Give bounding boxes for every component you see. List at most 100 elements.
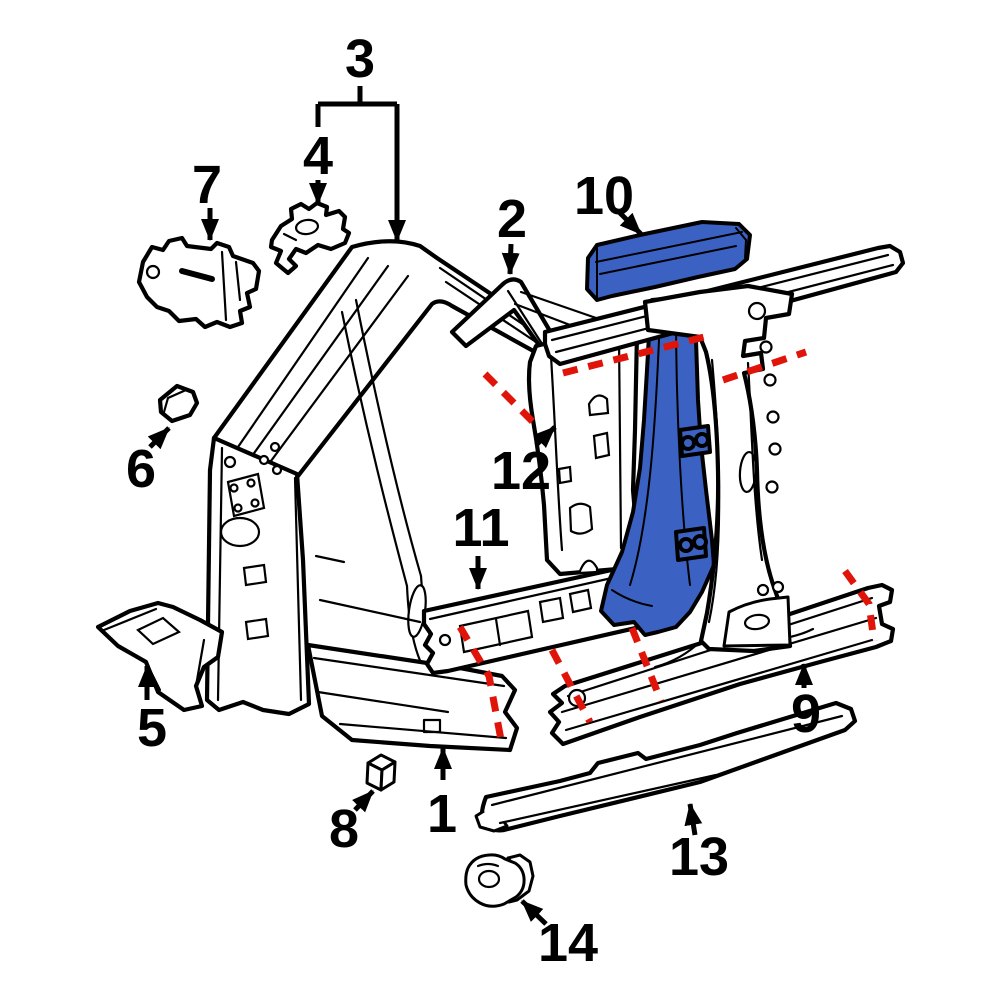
hole [250, 498, 260, 508]
door-edge-line [354, 298, 423, 578]
callout-2-label: 2 [497, 189, 527, 249]
hat-line [735, 227, 748, 259]
pillar-recess [738, 450, 758, 494]
hole [771, 580, 785, 594]
detail-line [220, 250, 228, 322]
callout-arrows [138, 86, 813, 926]
callout-7-label: 7 [192, 155, 222, 215]
detail-line [707, 358, 721, 624]
part-9-outer-shell [542, 243, 906, 747]
hole [294, 218, 320, 236]
detail-line [312, 656, 506, 688]
part-5-cowl-side-panel [95, 600, 225, 713]
hole [768, 442, 782, 456]
hole [765, 480, 779, 494]
bracket-outline [136, 235, 262, 330]
cut-lines [456, 331, 878, 746]
detail-line [490, 714, 844, 807]
cutout [136, 616, 182, 646]
detail-line [162, 388, 188, 414]
hole [747, 301, 767, 321]
cut-line-sill-left [548, 648, 594, 724]
detail-line [250, 264, 390, 458]
cutout [538, 596, 565, 624]
wedge-outline [157, 383, 200, 424]
detail-line [617, 334, 623, 550]
block-side [379, 760, 397, 792]
gusset-hole [743, 613, 771, 631]
callout-10-label: 10 [574, 166, 634, 226]
callout-14-arrow [520, 899, 548, 926]
callout-8-label: 8 [329, 799, 359, 859]
hole [756, 583, 770, 597]
inner-line [314, 554, 346, 564]
part-8-block [365, 753, 397, 792]
detail-line [194, 638, 206, 688]
hole [680, 435, 696, 451]
access-hole [219, 516, 261, 548]
pillar-line [611, 589, 653, 607]
grommet-center [477, 869, 501, 889]
callout-6-arrow [147, 426, 171, 450]
callout-14-label: 14 [538, 913, 598, 973]
hole [271, 464, 283, 476]
hole [246, 478, 256, 488]
pillar-hat [585, 220, 752, 302]
detail-line [428, 571, 636, 621]
hole [438, 633, 452, 647]
callout-1-label: 1 [427, 784, 457, 844]
slot [458, 609, 534, 654]
hole [233, 503, 243, 513]
callout-11-label: 11 [452, 498, 509, 558]
detail-line [234, 260, 242, 302]
hat-line [595, 231, 743, 263]
callout-labels: 1 2 3 4 5 6 7 8 9 10 11 12 13 14 [126, 29, 821, 973]
callout-10-arrow [616, 209, 643, 236]
hole [258, 454, 270, 466]
hole [223, 455, 237, 469]
hole [229, 483, 239, 493]
cut-line-outer-pillar [721, 348, 808, 384]
notch [422, 718, 442, 734]
slot-divider [494, 617, 502, 647]
part-1-body-side-panel [204, 239, 559, 753]
detail-line [506, 289, 548, 352]
detail-line [476, 862, 500, 868]
callout-5-label: 5 [137, 698, 167, 758]
cutout [592, 431, 611, 460]
hole [678, 537, 694, 553]
cut-line-sill-mid [628, 626, 665, 703]
hole [692, 534, 708, 550]
callout-3-label: 3 [345, 29, 375, 89]
cutout [244, 617, 270, 641]
door-edge-line [340, 310, 409, 588]
detail-line [236, 256, 370, 449]
detail-line [316, 690, 450, 714]
inner-line [318, 598, 422, 624]
base-fillet [653, 639, 703, 669]
hole [145, 264, 161, 280]
callout-13-arrow [684, 803, 703, 836]
part-14-grommet [464, 853, 535, 908]
detail-line [498, 773, 718, 825]
hole [766, 410, 780, 424]
detail-line [282, 232, 298, 242]
detail-line [560, 616, 878, 714]
cutout [242, 563, 268, 587]
part-7-bracket [136, 235, 262, 330]
callout-9-label: 9 [791, 684, 821, 744]
part-4-bracket [268, 200, 352, 276]
callout-3-bracket [315, 86, 397, 127]
pillar-line [629, 314, 661, 586]
detail-line [102, 607, 158, 632]
part-10-highlighted-center-pillar [585, 220, 752, 637]
part-13-rocker-molding [474, 700, 858, 833]
cutout [557, 465, 573, 485]
cutout [568, 588, 593, 614]
part-6-wedge [157, 383, 200, 424]
detail-line [549, 354, 564, 552]
hole [269, 441, 281, 453]
cut-line-sill-right [842, 568, 878, 642]
